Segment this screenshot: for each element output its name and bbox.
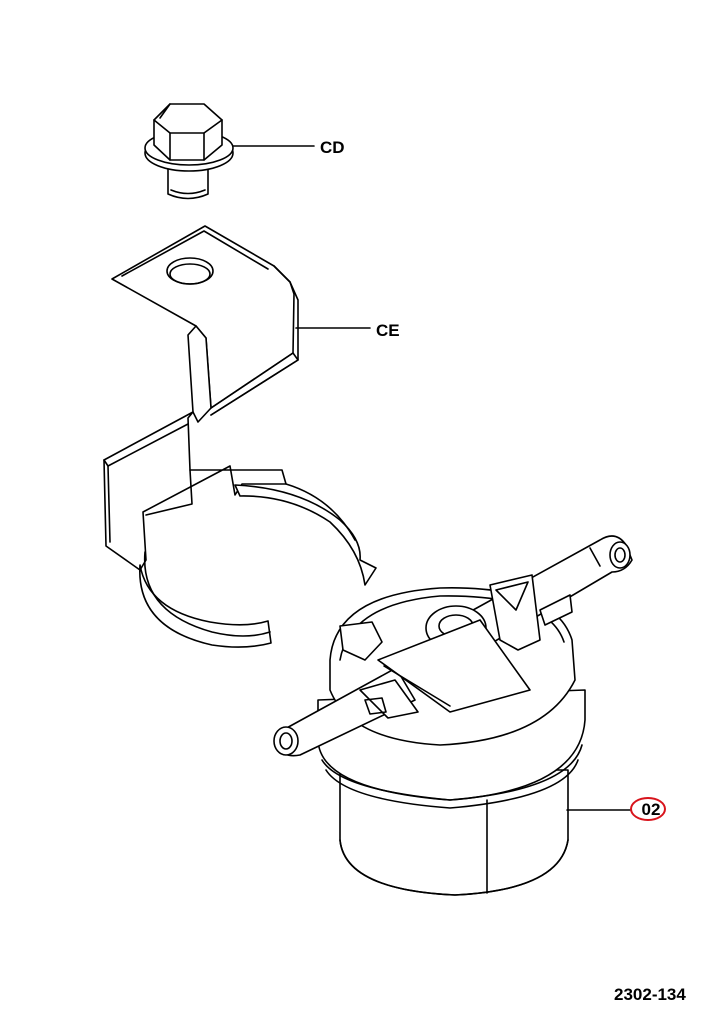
callout-cd[interactable]: CD bbox=[320, 138, 345, 157]
callout-02[interactable]: 02 bbox=[641, 800, 661, 819]
fuel-filter-02[interactable] bbox=[273, 535, 633, 896]
highlight-ring bbox=[630, 797, 666, 821]
callout-ce[interactable]: CE bbox=[376, 321, 400, 340]
bolt-cd[interactable] bbox=[144, 103, 234, 200]
figure-number: 2302-134 bbox=[614, 985, 686, 1004]
bracket-ce[interactable] bbox=[103, 225, 377, 648]
